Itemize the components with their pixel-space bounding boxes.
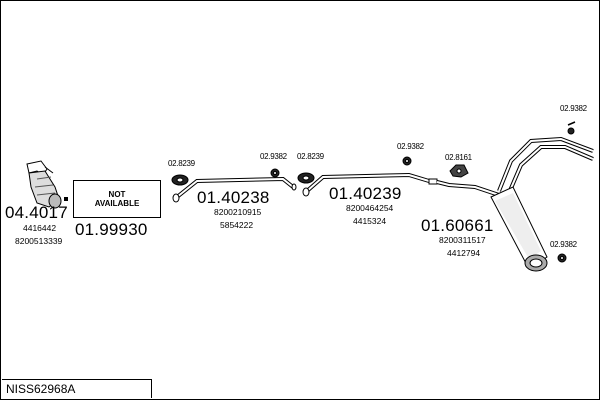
middle-pipe-1-part-number: 01.40238 — [197, 188, 270, 207]
catalyst-part-number: 04.4017 — [5, 203, 68, 222]
hanger-2-part-number: 02.9382 — [397, 142, 424, 151]
hanger-4-part-number: 02.9382 — [560, 104, 587, 113]
vehicle-code-label: NISS62968A — [2, 379, 152, 398]
missing-pipe-part-number: 01.99930 — [75, 220, 148, 239]
middle-pipe-2-ref-1: 8200464254 — [346, 203, 394, 213]
hanger-1-part-number: 02.9382 — [260, 152, 287, 161]
middle-pipe-2-drawing — [302, 172, 438, 197]
rear-silencer-drawing — [436, 136, 594, 272]
hanger-5-drawing — [557, 253, 567, 263]
rear-silencer-ref-1: 8200311517 — [439, 235, 486, 245]
middle-pipe-1-ref-2: 5854222 — [220, 220, 254, 230]
not-available-box: NOT AVAILABLE — [73, 180, 161, 218]
clamp-2-part-number: 02.8239 — [297, 152, 324, 161]
hanger-3-drawing — [449, 164, 469, 178]
not-available-line1: NOT — [108, 189, 126, 199]
clamp-2-drawing — [297, 172, 315, 184]
middle-pipe-2-part-number: 01.40239 — [329, 184, 402, 203]
middle-pipe-1-ref-1: 8200210915 — [214, 207, 262, 217]
middle-pipe-2-ref-2: 4415324 — [353, 216, 387, 226]
connector-dot — [64, 197, 68, 201]
catalyst-ref-2: 8200513339 — [15, 236, 63, 246]
clamp-1-part-number: 02.8239 — [168, 159, 195, 168]
hanger-5-part-number: 02.9382 — [550, 240, 577, 249]
catalyst-ref-1: 4416442 — [23, 223, 57, 233]
hanger-4-drawing — [567, 121, 576, 135]
catalyst-drawing — [26, 160, 62, 209]
rear-silencer-ref-2: 4412794 — [447, 248, 481, 258]
middle-pipe-1-drawing — [172, 176, 297, 203]
clamp-1-drawing — [171, 174, 189, 186]
not-available-line2: AVAILABLE — [94, 199, 140, 208]
rear-silencer-part-number: 01.60661 — [421, 216, 494, 235]
hanger-2-drawing — [402, 156, 412, 166]
hanger-3-part-number: 02.8161 — [445, 153, 472, 162]
hanger-1-drawing — [270, 168, 280, 178]
